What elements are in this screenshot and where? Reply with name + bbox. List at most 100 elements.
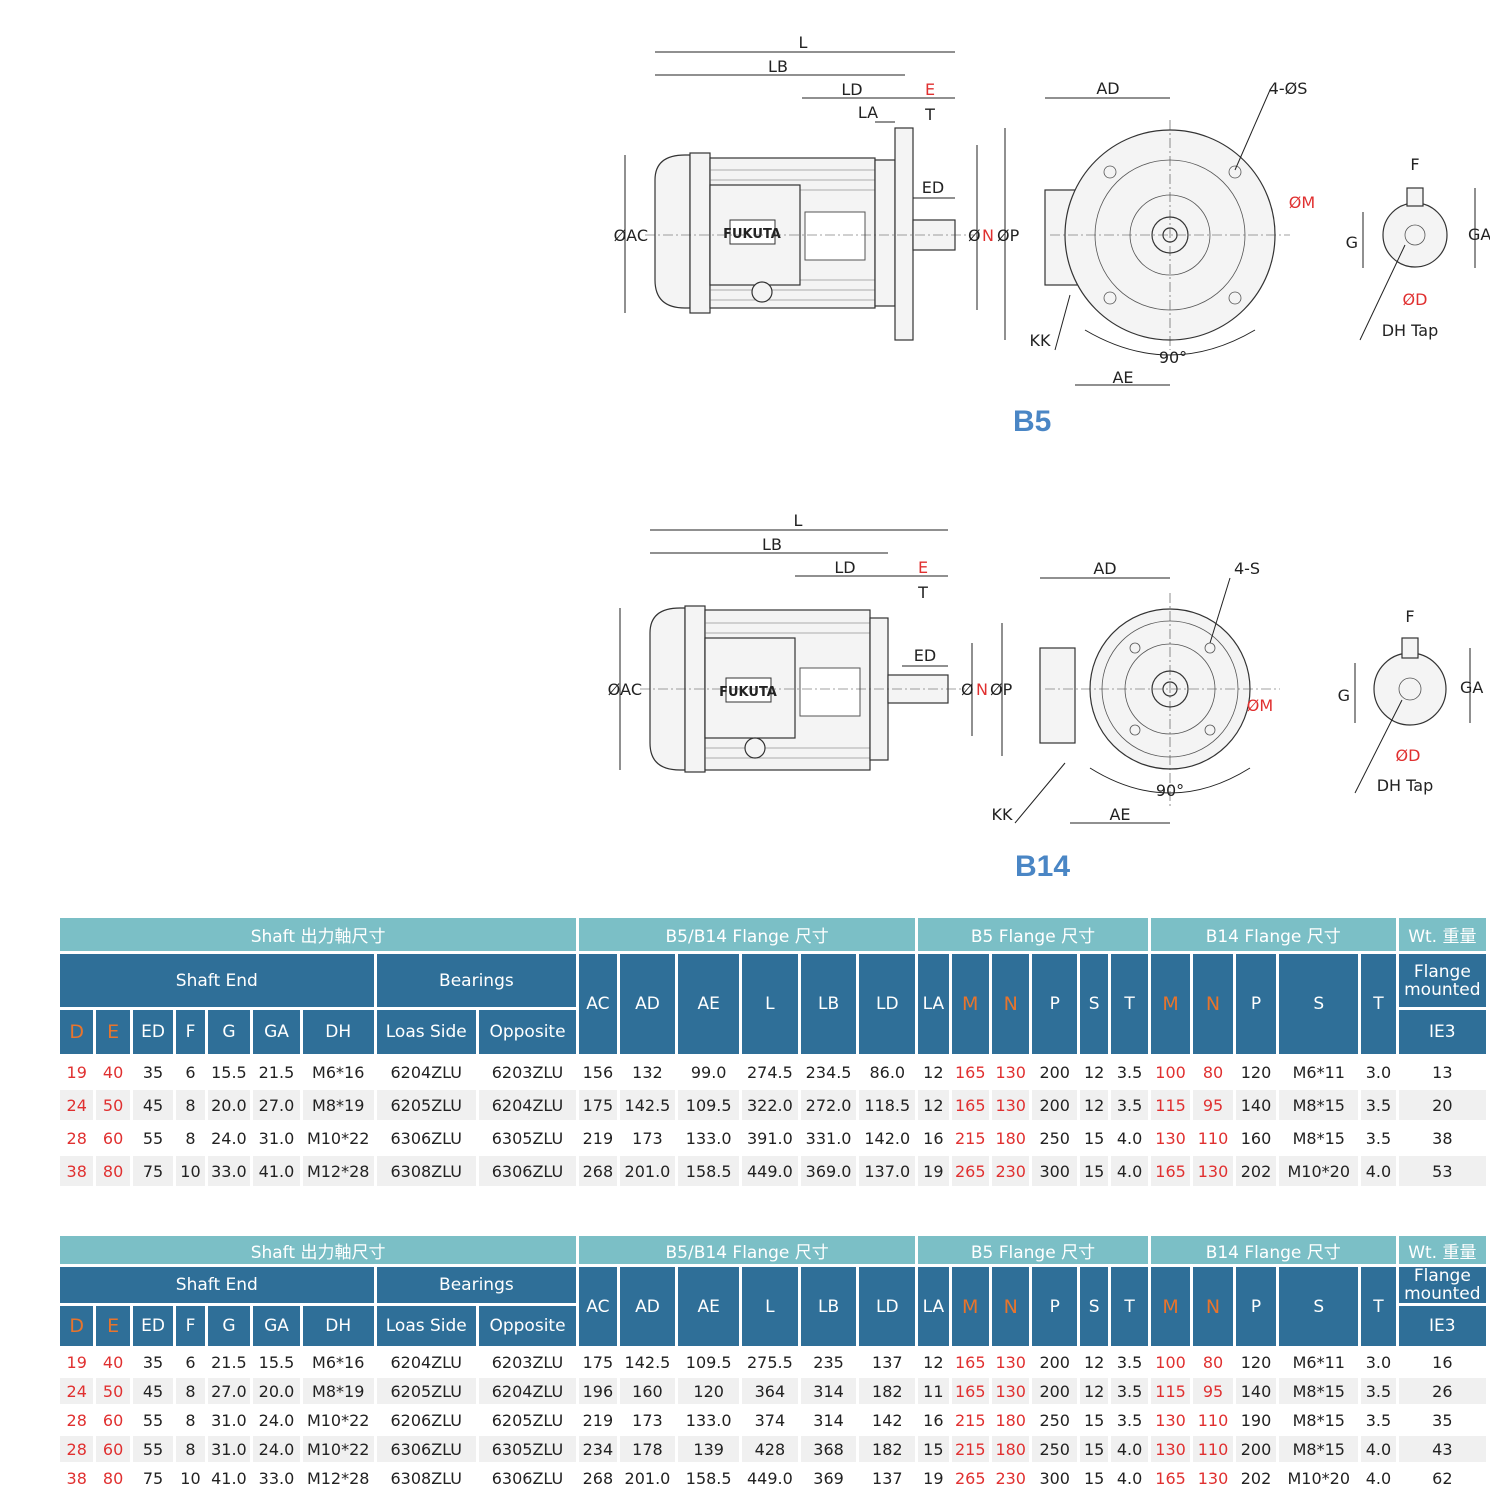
table-cell: 120: [1240, 1062, 1272, 1082]
table-cell: 45: [132, 1378, 174, 1404]
table-cell: 16: [923, 1410, 944, 1430]
table-cell: 45: [132, 1090, 174, 1120]
table-cell: 3.5: [1116, 1352, 1143, 1372]
table-cell: 38: [66, 1468, 87, 1488]
table-cell: M6*16: [312, 1062, 365, 1082]
b5-dim-angle: 90°: [1159, 348, 1187, 367]
table-cell: 3.5: [1361, 1378, 1396, 1404]
b14-dimensions: L LB LD E T ED ØAC Ø N ØP: [608, 511, 1013, 770]
table-cell: 250: [1039, 1410, 1070, 1430]
b5-front-view: AD 4-ØS ØM 90° AE KK: [1030, 79, 1316, 387]
table-cell: 3.5: [1116, 1062, 1143, 1082]
t2-col-l: L: [742, 1267, 798, 1346]
table-cell: 140: [1235, 1090, 1277, 1120]
b5-dim-m: ØM: [1289, 193, 1315, 212]
b14-dim-ed: ED: [914, 646, 936, 665]
t1-col-b5-n: N: [991, 954, 1030, 1054]
table-cell: 15.5: [258, 1352, 295, 1372]
table-cell: 369.0: [800, 1156, 857, 1186]
table-cell: 142: [872, 1410, 903, 1430]
table-cell: 142.5: [619, 1090, 676, 1120]
table-cell: M10*22: [302, 1436, 374, 1462]
table-cell: 8: [185, 1128, 196, 1148]
table-cell: 4.0: [1361, 1156, 1396, 1186]
table-cell: 38: [60, 1156, 94, 1186]
spec-table-1: Shaft 出力軸尺寸 B5/B14 Flange 尺寸 B5 Flange 尺…: [57, 915, 1489, 1189]
t2-col-b5-t: T: [1111, 1267, 1148, 1346]
t2-group-flange-common: B5/B14 Flange 尺寸: [579, 1236, 916, 1264]
table-cell: 110: [1193, 1436, 1233, 1462]
table-cell: 158.5: [685, 1468, 732, 1488]
table-cell: 50: [96, 1090, 130, 1120]
table-cell: 6: [185, 1062, 196, 1082]
t1-group-b14: B14 Flange 尺寸: [1150, 918, 1396, 951]
table-cell: 4.0: [1116, 1128, 1143, 1148]
t2-col-ga: GA: [253, 1306, 300, 1346]
table-cell: 190: [1240, 1410, 1272, 1430]
table-cell: 219: [582, 1128, 614, 1148]
table-cell: 80: [1202, 1062, 1224, 1082]
table-cell: 10: [176, 1156, 205, 1186]
table-cell: 130: [1155, 1410, 1186, 1430]
table-cell: 142.0: [864, 1128, 911, 1148]
table-cell: 11: [918, 1378, 949, 1404]
table-cell: 35: [142, 1352, 164, 1372]
table-cell: 182: [859, 1378, 916, 1404]
table-cell: 300: [1032, 1156, 1077, 1186]
b5-dim-kk: KK: [1030, 331, 1051, 350]
table-cell: 173: [632, 1410, 663, 1430]
t1-col-e: E: [96, 1010, 130, 1054]
table-cell: 137: [872, 1352, 903, 1372]
b14-title: B14: [1015, 850, 1071, 883]
table-cell: 41.0: [211, 1468, 247, 1488]
b14-shaft-section: G GA F ØD DH Tap: [1338, 607, 1484, 795]
t2-col-lb: LB: [800, 1267, 857, 1346]
b5-brand: FUKUTA: [723, 227, 781, 242]
table-cell: 250: [1032, 1436, 1077, 1462]
table-cell: 165: [951, 1090, 989, 1120]
table-cell: 196: [579, 1378, 617, 1404]
t1-group-shaft: Shaft 出力軸尺寸: [60, 918, 577, 951]
t2-col-f: F: [176, 1306, 205, 1346]
t1-col-loas-side: Loas Side: [376, 1010, 476, 1054]
table-cell: 230: [995, 1468, 1026, 1488]
table-cell: 100: [1155, 1352, 1186, 1372]
table-cell: 364: [742, 1378, 798, 1404]
table-cell: 139: [678, 1436, 740, 1462]
table-cell: 230: [991, 1156, 1030, 1186]
table-cell: 16: [923, 1128, 944, 1148]
b5-side-view: FUKUTA: [645, 127, 975, 341]
table-cell: 173: [632, 1128, 663, 1148]
b5-dim-t: T: [924, 105, 935, 124]
t2-col-b5-p: P: [1032, 1267, 1077, 1346]
t1-col-ed: ED: [132, 1010, 174, 1054]
t2-group-b5: B5 Flange 尺寸: [918, 1236, 1148, 1264]
table-cell: 200: [1039, 1352, 1070, 1372]
t2-col-ac: AC: [579, 1267, 617, 1346]
table-cell: 100: [1155, 1062, 1186, 1082]
table-cell: 115: [1150, 1090, 1191, 1120]
table-cell: 109.5: [678, 1090, 740, 1120]
table-cell: 137: [872, 1468, 903, 1488]
table-cell: 33.0: [207, 1156, 251, 1186]
table-cell: 53: [1398, 1156, 1486, 1186]
b14-dim-d: ØD: [1396, 746, 1421, 765]
t1-col-b5-m: M: [951, 954, 989, 1054]
t2-col-ld: LD: [859, 1267, 916, 1346]
table-cell: 3.5: [1365, 1128, 1392, 1148]
table-cell: 24: [60, 1090, 94, 1120]
t1-group-wt: Wt. 重量: [1398, 918, 1486, 951]
t2-col-opposite: Opposite: [478, 1306, 577, 1346]
table-cell: 28: [66, 1128, 87, 1148]
table-cell: 4.0: [1111, 1156, 1148, 1186]
table-cell: 272.0: [800, 1090, 857, 1120]
table-cell: 175: [579, 1090, 617, 1120]
table-cell: 6205ZLU: [376, 1378, 476, 1404]
b5-svg: FUKUTA L LB LD E LA T ED ØAC Ø N ØP: [614, 33, 1490, 387]
